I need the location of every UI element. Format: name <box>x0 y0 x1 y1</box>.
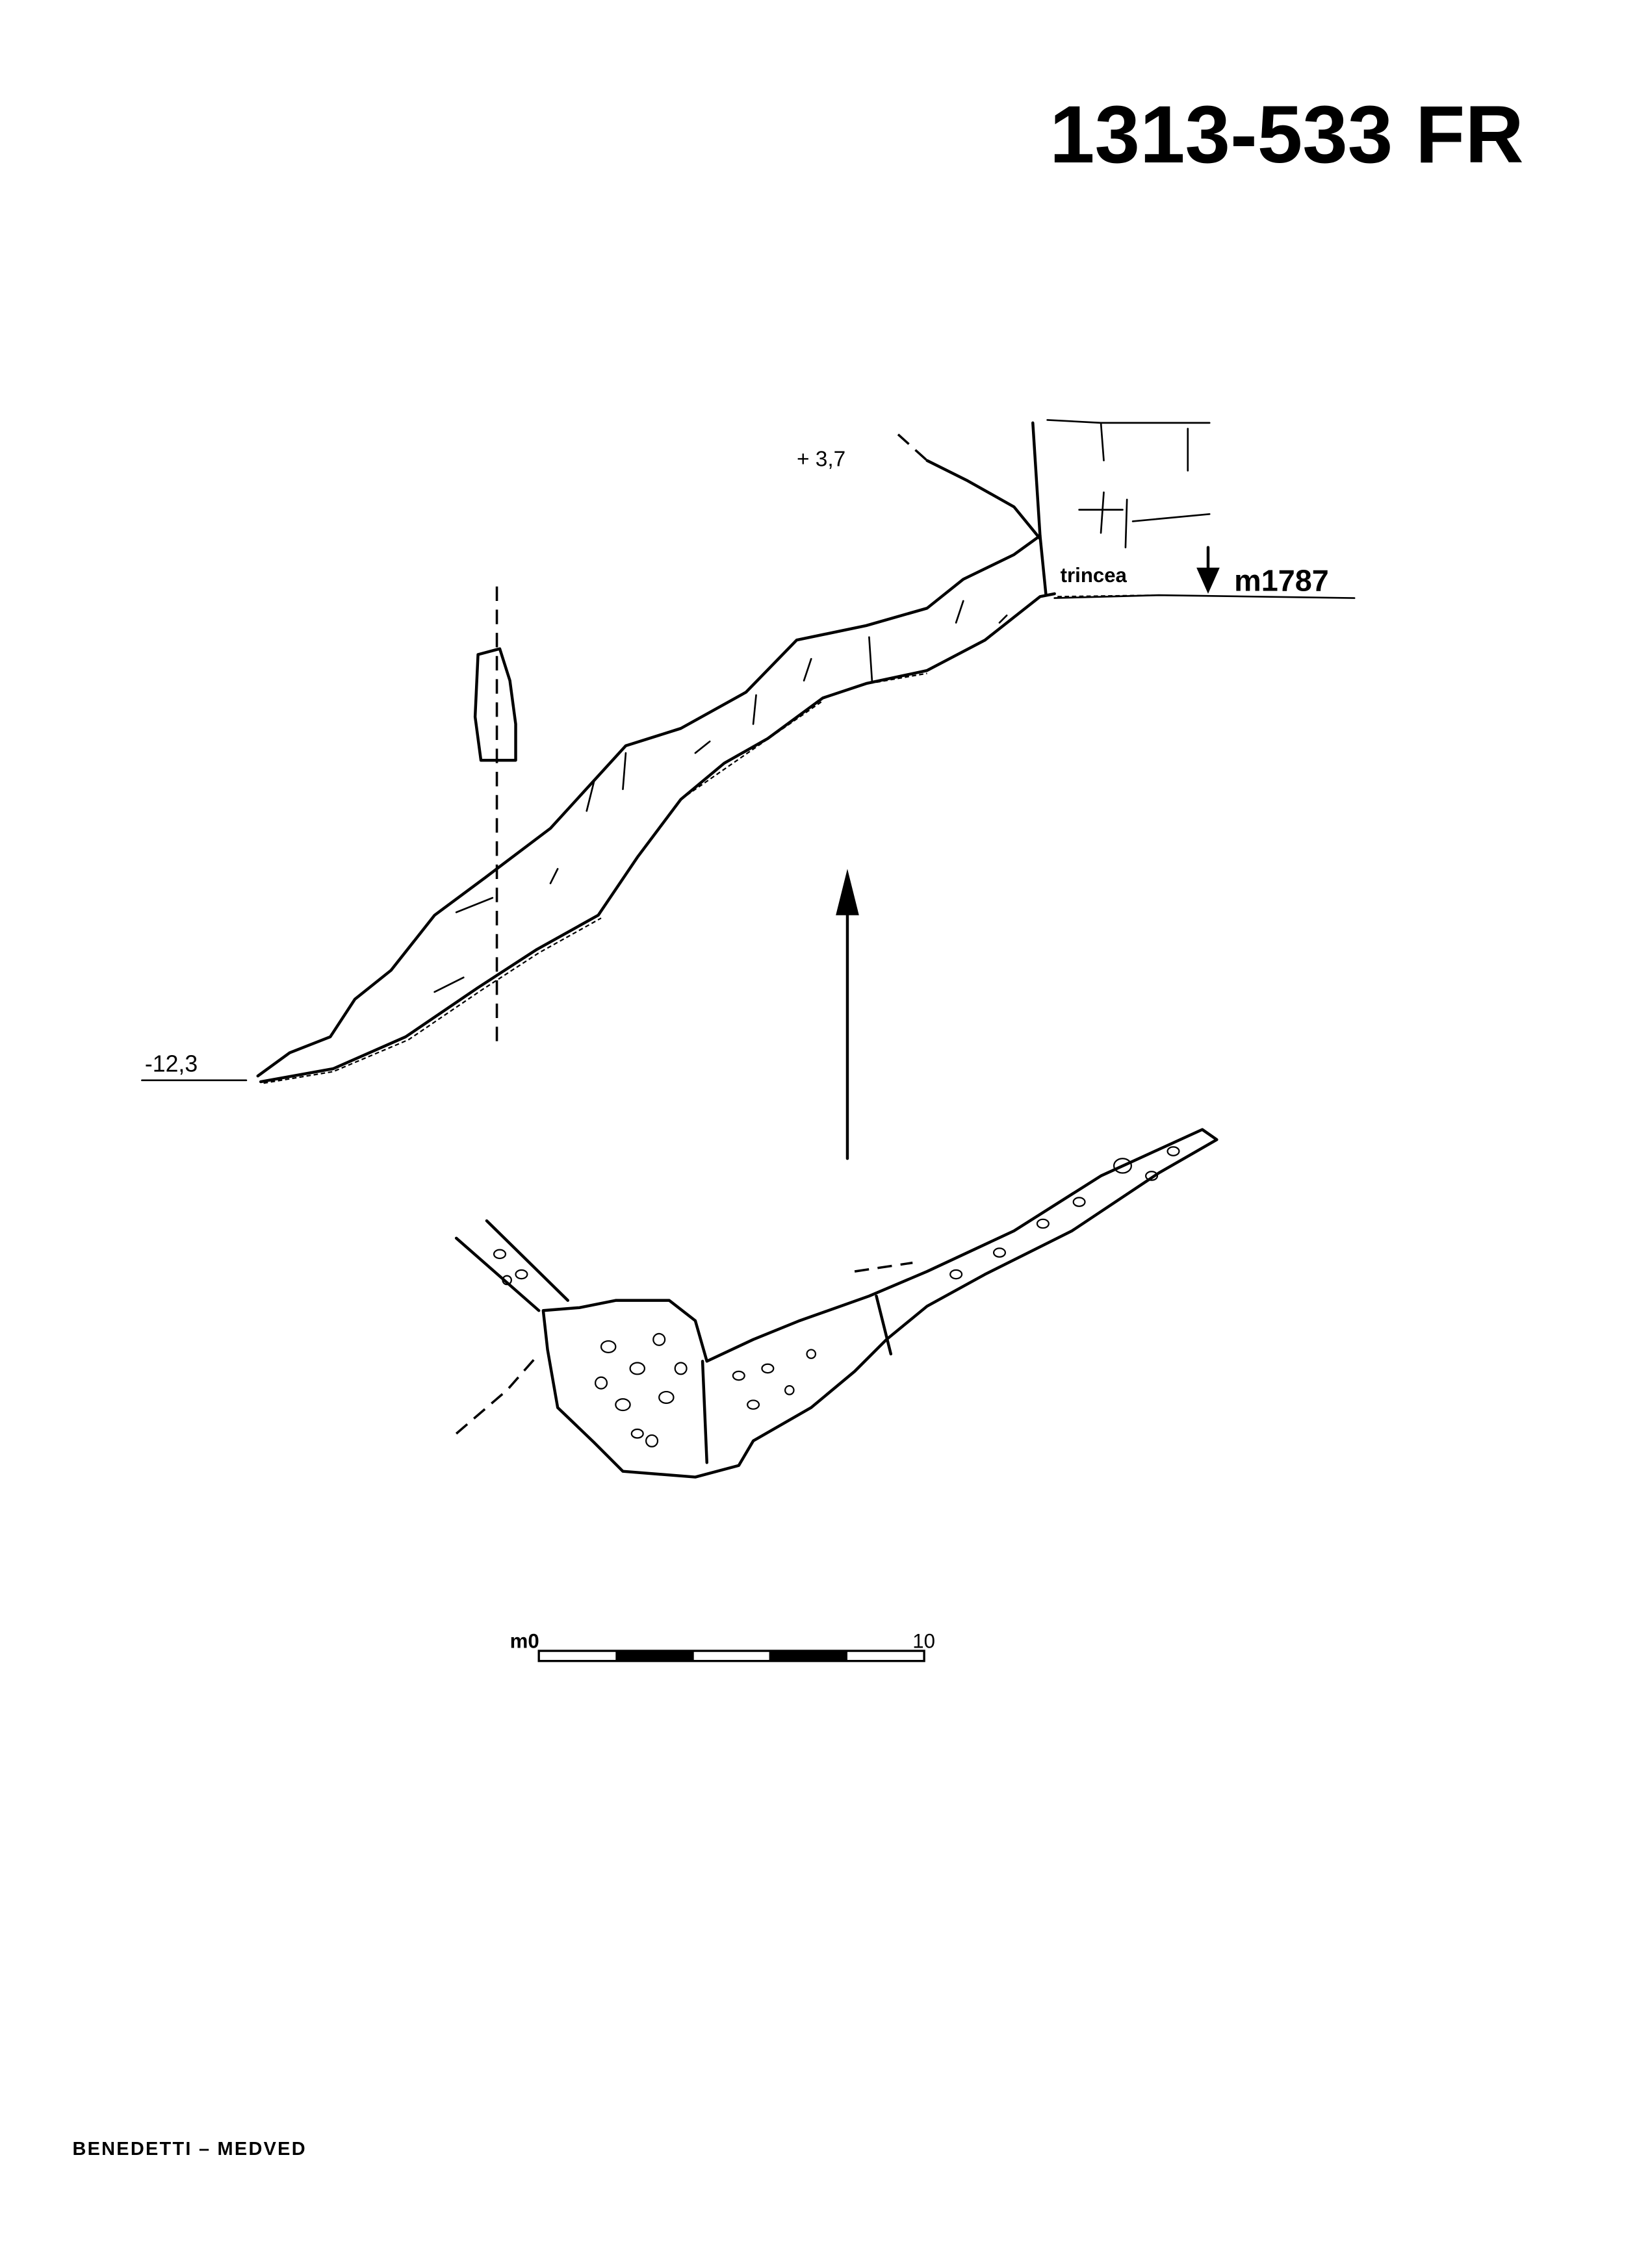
profile-ceiling <box>256 534 1042 1078</box>
entrance-slope <box>925 459 1042 541</box>
survey-title: 1313-533 FR <box>1050 90 1524 180</box>
cross-section <box>473 647 517 762</box>
scale-start-label: m0 <box>510 1630 539 1653</box>
arrow-marker <box>1196 567 1220 594</box>
trench-label: trincea <box>1061 564 1128 587</box>
plan-pebbles <box>493 1146 1180 1447</box>
bottom-depth-label: -12,3 <box>145 1051 198 1077</box>
scale-bar: m0 10 <box>510 1630 935 1663</box>
floor-pebbles <box>263 594 1159 1084</box>
top-elevation-label: + 3,7 <box>797 448 845 472</box>
profile-floor <box>259 592 1056 1084</box>
north-arrow <box>836 869 859 1160</box>
surface-rock <box>1046 419 1211 548</box>
authors-label: BENEDETTI – MEDVED <box>72 2139 306 2160</box>
cave-plan <box>454 1128 1218 1479</box>
scale-end-label: 10 <box>912 1630 935 1653</box>
profile-details <box>433 600 1008 993</box>
altitude-label: m1787 <box>1234 563 1329 597</box>
cave-profile: trincea m1787 + 3,7 -12,3 <box>141 419 1356 1084</box>
entrance-dashed <box>897 433 928 462</box>
entrance-wall <box>1031 421 1048 596</box>
